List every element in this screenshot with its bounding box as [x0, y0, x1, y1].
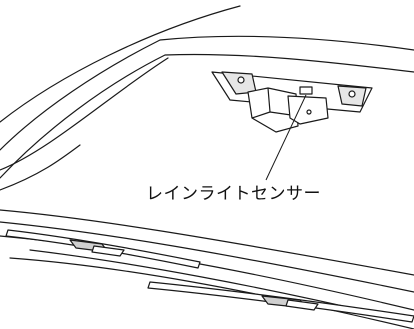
- left-wiper: [5, 229, 201, 269]
- a-pillar-line-1: [0, 57, 169, 171]
- cowl-line-1: [0, 221, 414, 293]
- sensor-housing: [211, 71, 373, 133]
- a-pillar-line-2: [0, 144, 81, 191]
- windshield-inner-frame: [0, 53, 414, 179]
- roof-outline: [0, 5, 241, 123]
- glass-bottom-edge: [0, 209, 414, 276]
- rain-light-sensor-label: レインライトセンサー: [146, 184, 321, 204]
- windshield-outer-frame: [0, 35, 414, 151]
- cowl-line-2: [0, 235, 414, 311]
- hood-edge: [9, 257, 414, 329]
- right-wiper: [147, 281, 414, 323]
- callout-leader-line: [265, 94, 307, 181]
